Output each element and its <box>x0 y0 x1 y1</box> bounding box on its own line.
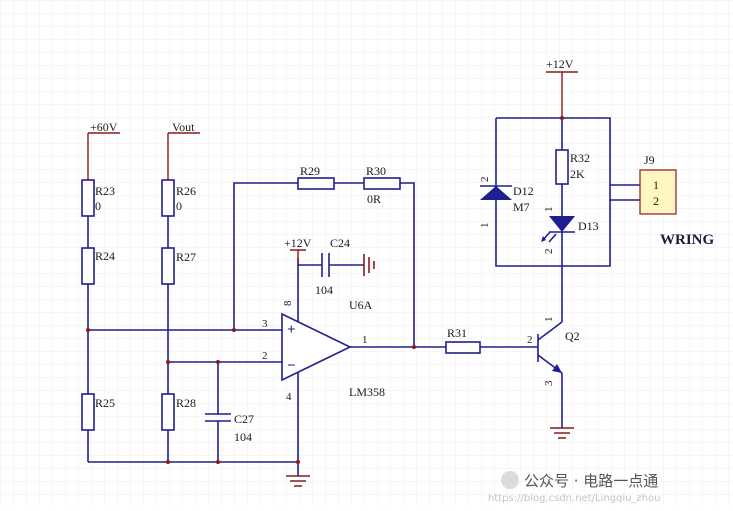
resistor-r31[interactable] <box>445 341 481 354</box>
connector-j9[interactable]: J9 1 2 WRING <box>639 153 715 248</box>
c24-value: 104 <box>315 283 333 297</box>
junction-dot <box>412 345 416 349</box>
junction-dot <box>166 460 170 464</box>
wring-label: WRING <box>660 232 715 248</box>
led-supply: +12V R32 2K <box>495 57 640 267</box>
c27-value: 104 <box>234 430 252 444</box>
opamp-plus-sign: + <box>287 322 296 338</box>
r27-ref: R27 <box>176 250 196 264</box>
j9-pin1: 1 <box>653 178 659 192</box>
c24-ref: C24 <box>330 236 350 250</box>
r32-value: 2K <box>570 167 585 181</box>
watermark: 公众号 · 电路一点通 https://blog.csdn.net/Lingqi… <box>488 471 661 504</box>
opamp-minus-sign: − <box>287 358 296 374</box>
resistor-r25[interactable] <box>81 393 95 431</box>
plus60-divider: +60V R23 0 R24 R25 <box>81 120 120 462</box>
r29-ref: R29 <box>300 164 320 178</box>
junction-dot <box>216 460 220 464</box>
plus60-rail-label: +60V <box>90 120 118 134</box>
junction-dot <box>86 328 90 332</box>
vout-divider: Vout R26 0 R27 R28 <box>161 120 200 462</box>
junction-dot <box>560 116 564 120</box>
opamp-u6a[interactable]: + − 3 2 1 8 4 U6A LM358 <box>262 258 385 462</box>
opamp-pin4: 4 <box>286 391 292 403</box>
r28-ref: R28 <box>176 396 196 410</box>
r26-value: 0 <box>176 199 182 213</box>
opamp-pin2: 2 <box>262 350 268 362</box>
d12-ref: D12 <box>513 184 534 198</box>
r30-ref: R30 <box>366 164 386 178</box>
led-arrow-icon <box>541 236 546 242</box>
junction-dot <box>232 328 236 332</box>
d12-pin1: 1 <box>479 223 491 229</box>
resistor-r28[interactable] <box>161 393 175 431</box>
r26-ref: R26 <box>176 184 196 198</box>
transistor-q2[interactable]: Q2 2 1 3 <box>527 262 580 428</box>
opamp-part: LM358 <box>349 385 385 399</box>
emitter-arrow-icon <box>552 364 562 373</box>
resistor-r23[interactable] <box>81 179 95 217</box>
r25-ref: R25 <box>95 396 115 410</box>
top-plus12-label: +12V <box>546 57 574 71</box>
resistor-r26[interactable] <box>161 179 175 217</box>
ground-symbol-transistor <box>550 427 574 439</box>
j9-ref: J9 <box>644 153 655 167</box>
resistor-r24[interactable] <box>81 247 95 285</box>
d12-pin2: 2 <box>479 177 491 183</box>
r30-value: 0R <box>367 192 381 206</box>
junctions <box>86 116 564 464</box>
r23-ref: R23 <box>95 184 115 198</box>
junction-dot <box>216 360 220 364</box>
q2-pin1: 1 <box>543 317 555 323</box>
q2-pin3: 3 <box>543 380 555 386</box>
feedback-network: R29 R30 0R <box>233 164 415 347</box>
r24-ref: R24 <box>95 249 115 263</box>
capacitor-c27[interactable]: C27 104 <box>205 362 254 462</box>
c27-ref: C27 <box>234 412 254 426</box>
opamp-pin3: 3 <box>262 318 268 330</box>
opamp-triangle <box>281 312 352 382</box>
opamp-supply: +12V C24 104 <box>284 236 375 297</box>
q2-pin2: 2 <box>527 334 533 346</box>
resistor-r29[interactable] <box>297 177 335 190</box>
d13-pin1: 1 <box>543 207 555 213</box>
watermark-url: https://blog.csdn.net/Lingqiu_zhou <box>488 493 661 504</box>
junction-dot <box>166 360 170 364</box>
diode-d12[interactable]: D12 M7 2 1 <box>479 177 534 229</box>
wechat-icon <box>501 471 519 489</box>
opamp-pin8: 8 <box>282 300 294 306</box>
junction-dot <box>296 460 300 464</box>
vout-rail-label: Vout <box>172 120 195 134</box>
opamp-plus12-label: +12V <box>284 236 312 250</box>
d13-pin2: 2 <box>543 249 555 255</box>
r31-ref: R31 <box>447 326 467 340</box>
ground-symbol-opamp <box>286 462 310 487</box>
opamp-ref: U6A <box>349 298 373 312</box>
opamp-pin1: 1 <box>362 334 368 346</box>
j9-pin2: 2 <box>653 194 659 208</box>
led-d13[interactable]: D13 1 2 <box>541 207 599 263</box>
d13-ref: D13 <box>578 219 599 233</box>
watermark-channel: 公众号 · 电路一点通 <box>524 472 658 490</box>
q2-ref: Q2 <box>565 329 580 343</box>
r32-ref: R32 <box>570 151 590 165</box>
resistor-r27[interactable] <box>161 247 175 285</box>
resistor-r32[interactable] <box>555 149 569 185</box>
d12-value: M7 <box>513 200 530 214</box>
r23-value: 0 <box>95 199 101 213</box>
resistor-r30[interactable] <box>363 177 401 190</box>
